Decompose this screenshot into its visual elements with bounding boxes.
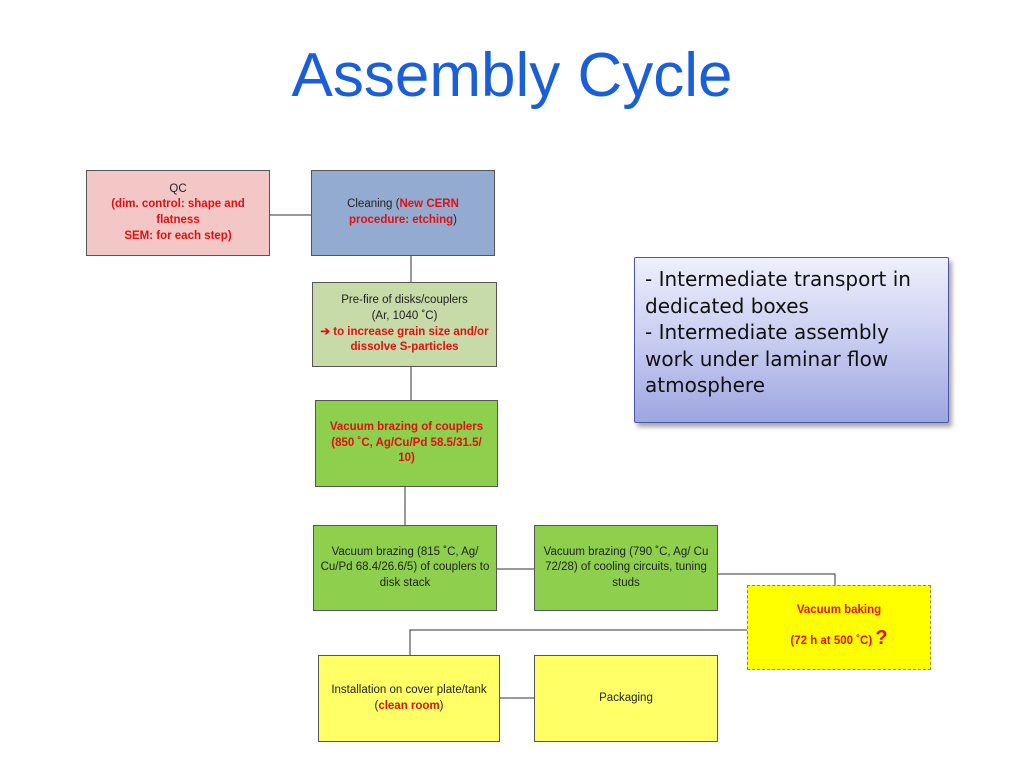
installation-text: Installation on cover plate/tank (clean … bbox=[325, 683, 493, 714]
prefire-box: Pre-fire of disks/couplers (Ar, 1040 ˚C)… bbox=[312, 282, 497, 367]
cleaning-text: Cleaning (New CERN procedure: etching) bbox=[318, 197, 488, 228]
arrow-right-icon: ➔ bbox=[320, 325, 331, 338]
installation-box: Installation on cover plate/tank (clean … bbox=[318, 655, 500, 742]
prefire-label: Pre-fire of disks/couplers bbox=[341, 294, 468, 307]
vacuum-brazing-disk-stack-text: Vacuum brazing (815 ˚C, Ag/ Cu/Pd 68.4/2… bbox=[320, 545, 490, 589]
slide-title: Assembly Cycle bbox=[291, 41, 733, 110]
vacuum-baking-box: Vacuum baking (72 h at 500 ˚C) ? bbox=[747, 585, 931, 670]
note-transport: - Intermediate transport in dedicated bo… bbox=[645, 267, 911, 318]
connector-baking-install bbox=[409, 629, 747, 656]
installation-highlight: clean room bbox=[378, 699, 440, 712]
cleaning-prefix: Cleaning ( bbox=[347, 198, 400, 211]
vacuum-brazing-cooling-text: Vacuum brazing (790 ˚C, Ag/ Cu 72/28) of… bbox=[543, 545, 709, 589]
cleaning-box: Cleaning (New CERN procedure: etching) bbox=[311, 170, 495, 256]
vacuum-brazing-cooling-box: Vacuum brazing (790 ˚C, Ag/ Cu 72/28) of… bbox=[534, 525, 718, 611]
cleaning-suffix: ) bbox=[453, 214, 457, 226]
prefire-conditions: (Ar, 1040 ˚C) bbox=[371, 309, 438, 322]
vacuum-baking-label: Vacuum baking bbox=[796, 604, 882, 617]
vacuum-brazing-couplers-box: Vacuum brazing of couplers (850 ˚C, Ag/C… bbox=[315, 400, 498, 487]
prefire-purpose: ➔ to increase grain size and/or dissolve… bbox=[319, 325, 490, 356]
vacuum-brazing-disk-stack-box: Vacuum brazing (815 ˚C, Ag/ Cu/Pd 68.4/2… bbox=[313, 525, 497, 611]
prefire-highlight: to increase grain size and/or dissolve S… bbox=[330, 325, 489, 354]
question-mark: ? bbox=[875, 626, 888, 649]
vacuum-baking-detail: (72 h at 500 ˚C) bbox=[790, 634, 873, 647]
installation-suffix: ) bbox=[439, 699, 444, 712]
note-box: - Intermediate transport in dedicated bo… bbox=[634, 257, 949, 423]
installation-prefix: Installation on cover plate/tank ( bbox=[331, 683, 487, 712]
qc-detail: (dim. control: shape and flatness bbox=[111, 198, 245, 226]
packaging-text: Packaging bbox=[599, 691, 653, 704]
qc-label: QC bbox=[169, 182, 187, 195]
vacuum-baking-detail-line: (72 h at 500 ˚C) ? bbox=[790, 625, 887, 652]
qc-sem: SEM: for each step) bbox=[124, 229, 232, 242]
note-assembly: - Intermediate assembly work under lamin… bbox=[645, 320, 889, 398]
connector-cooling-baking bbox=[718, 573, 836, 585]
qc-box: QC (dim. control: shape and flatness SEM… bbox=[86, 170, 270, 256]
vacuum-brazing-couplers-text: Vacuum brazing of couplers (850 ˚C, Ag/C… bbox=[329, 421, 484, 465]
packaging-box: Packaging bbox=[534, 655, 718, 742]
cleaning-highlight: New CERN procedure: etching bbox=[349, 198, 459, 226]
